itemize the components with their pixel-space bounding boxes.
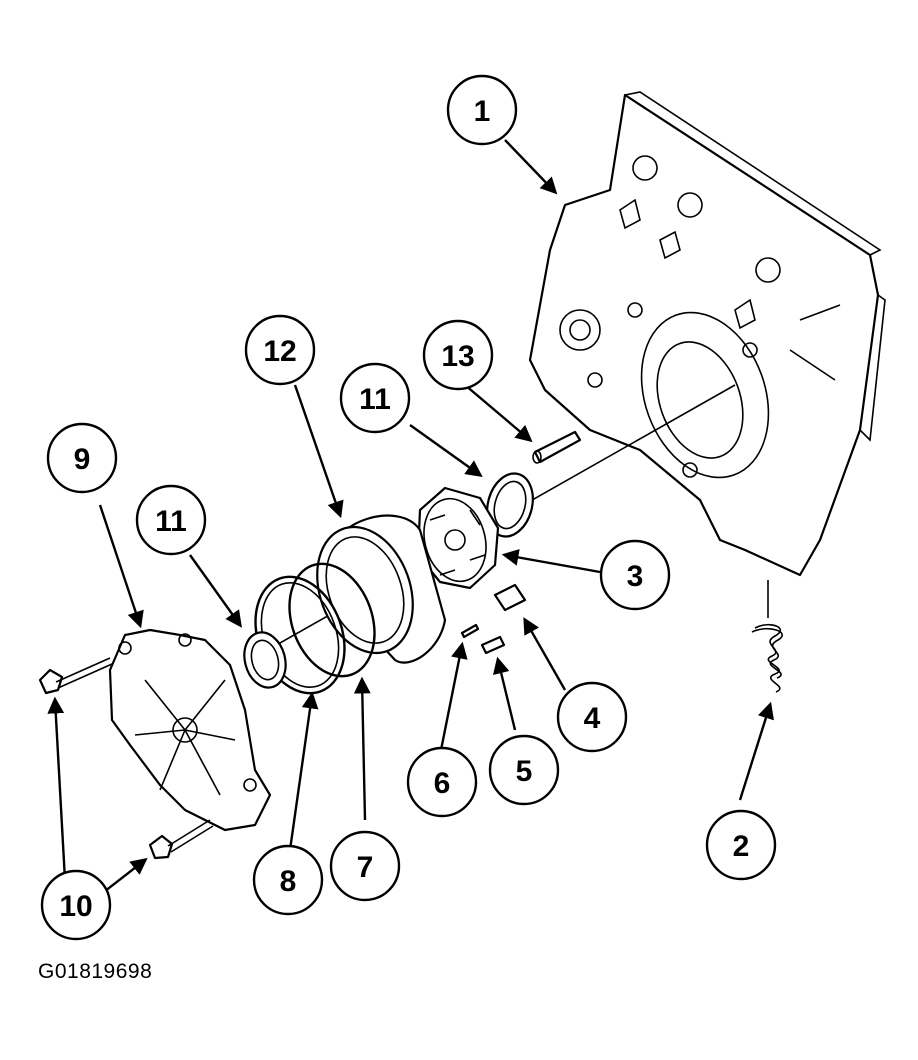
callout-9: 9 — [46, 422, 118, 494]
figure-id: G01819698 — [38, 960, 153, 983]
ring-7 — [288, 562, 376, 678]
seal-ring-right — [486, 472, 534, 538]
small-pin — [460, 623, 480, 639]
callout-label: 6 — [434, 767, 451, 800]
callout-7: 7 — [329, 830, 401, 902]
callout-12: 12 — [244, 314, 316, 386]
callout-label: 11 — [359, 383, 391, 416]
callout-10: 10 — [40, 869, 112, 941]
cover-plate — [108, 628, 272, 832]
callout-6: 6 — [406, 746, 478, 818]
bolt-lower — [148, 819, 214, 860]
bolt-upper — [38, 657, 113, 695]
callout-5: 5 — [488, 734, 560, 806]
callout-label: 8 — [280, 865, 297, 898]
callout-label: 9 — [74, 443, 91, 476]
callout-11-left: 11 — [135, 484, 207, 556]
callout-label: 2 — [733, 830, 750, 863]
callout-1: 1 — [446, 74, 518, 146]
housing-plate — [528, 91, 886, 577]
callout-label: 3 — [627, 560, 644, 593]
spring — [751, 580, 783, 693]
callout-label: 12 — [263, 335, 296, 368]
callout-label: 1 — [474, 95, 491, 128]
cam-ring — [316, 514, 447, 664]
pin — [532, 430, 582, 464]
callout-4: 4 — [556, 681, 628, 753]
callout-13: 13 — [422, 319, 494, 391]
rotor-hub — [416, 486, 500, 590]
vane — [493, 583, 527, 612]
seal-ring-left — [243, 631, 287, 689]
callout-label: 4 — [584, 702, 601, 735]
callout-label: 5 — [516, 755, 533, 788]
callout-label: 7 — [357, 851, 374, 884]
callout-11-right: 11 — [339, 362, 411, 434]
spring-piece — [480, 635, 506, 655]
callout-2: 2 — [705, 809, 777, 881]
leader-lines — [47, 139, 774, 896]
callout-label: 10 — [59, 890, 92, 923]
callout-3: 3 — [599, 539, 671, 611]
callout-label: 11 — [155, 505, 187, 538]
callout-label: 13 — [441, 340, 474, 373]
callout-8: 8 — [252, 844, 324, 916]
